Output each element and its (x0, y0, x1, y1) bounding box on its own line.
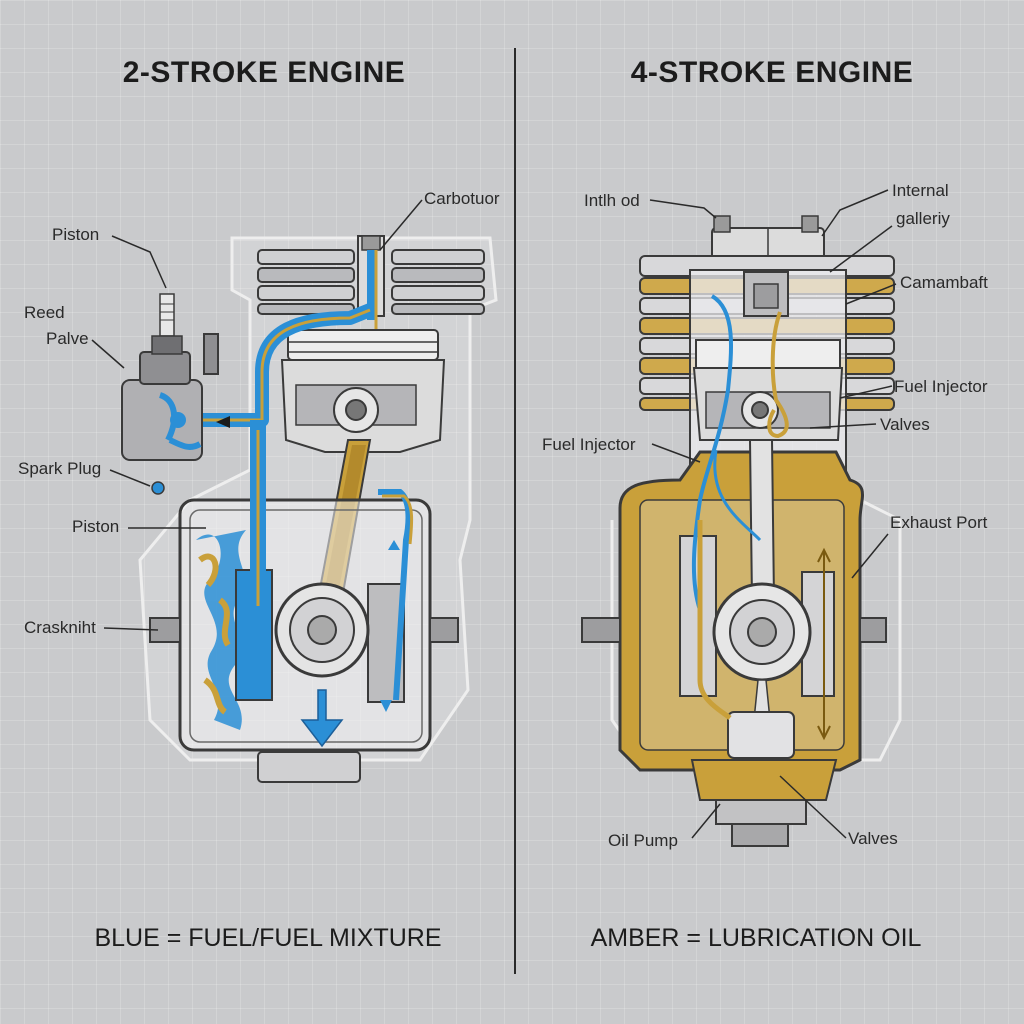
label-valves-top: Valves (880, 415, 930, 434)
label-fuel-injector-left: Fuel Injector (542, 435, 636, 454)
oil-legend: AMBER = LUBRICATION OIL (590, 924, 922, 952)
two-stroke-title: 2-STROKE ENGINE (122, 56, 406, 89)
label-gallery: galleriy (896, 209, 950, 228)
four-stroke-title: 4-STROKE ENGINE (630, 56, 914, 89)
fuel-legend: BLUE = FUEL/FUEL MIXTURE (94, 924, 442, 952)
two-stroke-piston (280, 329, 446, 453)
label-exhaust-port: Exhaust Port (890, 513, 988, 532)
label-valves-bottom: Valves (848, 829, 898, 848)
label-carburetor: Carbotuor (424, 189, 500, 208)
label-palve: Palve (46, 329, 89, 348)
label-internal: Internal (892, 181, 949, 200)
label-piston-top: Piston (52, 225, 100, 244)
label-fuel-injector-right: Fuel Injector (894, 377, 988, 396)
label-camshaft: Camambaft (900, 273, 988, 292)
label-piston: Piston (72, 517, 120, 536)
label-crankshaft: Craskniht (24, 618, 96, 637)
center-divider (514, 48, 516, 974)
label-spark-plug: Spark Plug (18, 459, 102, 478)
label-reed: Reed (24, 303, 65, 322)
cylinder-head-fins (257, 249, 485, 315)
label-intake-oil: Intlh od (584, 191, 640, 210)
label-oil-pump: Oil Pump (608, 831, 678, 850)
